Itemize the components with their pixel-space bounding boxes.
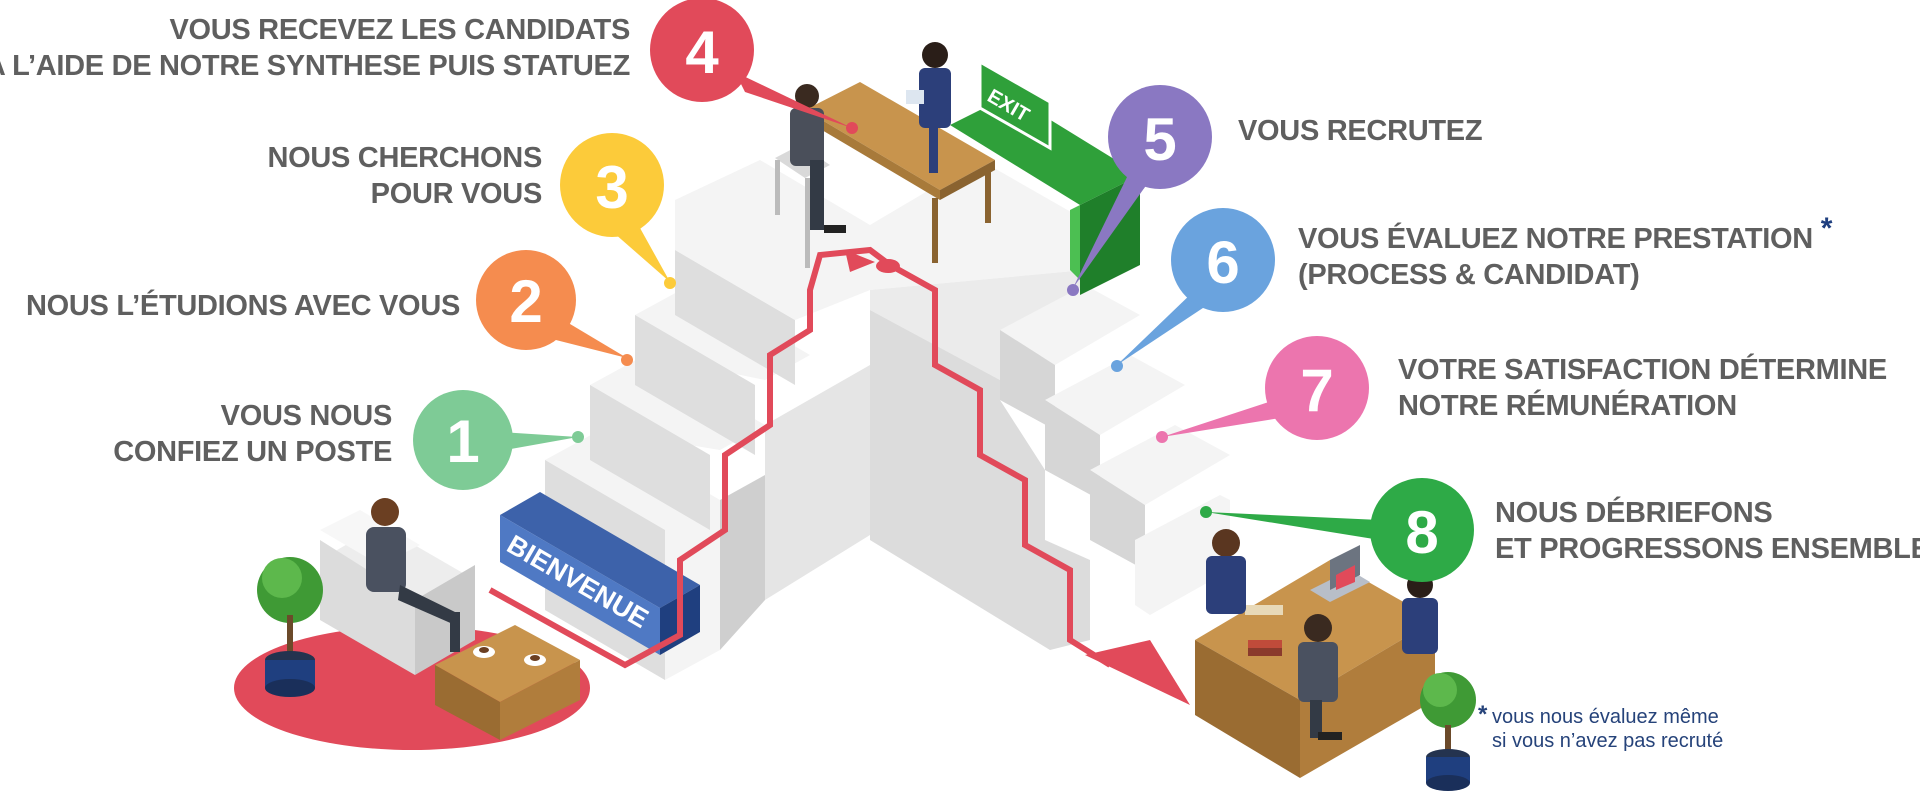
step-8-number: 8 [1405,499,1438,566]
coffee-table [435,625,580,702]
step-3-number: 3 [595,154,628,221]
step-5-number: 5 [1143,106,1176,173]
step-8-label: NOUS DÉBRIEFONS ET PROGRESSONS ENSEMBLE [1495,495,1920,567]
footnote-star: * [1478,701,1488,728]
step-1-number: 1 [446,408,479,475]
step-2-label: NOUS L’ÉTUDIONS AVEC VOUS [26,288,460,324]
footnote-line-2: si vous n’avez pas recruté [1492,730,1724,752]
step-1-bubble: 1 [413,390,584,490]
step-4-line-2: A L’AIDE DE NOTRE SYNTHESE PUIS STATUEZ [0,50,630,82]
interview-desk [775,42,995,268]
step-4-label: VOUS RECEVEZ LES CANDIDATS A L’AIDE DE N… [0,12,630,84]
step-3-line-2: POUR VOUS [370,178,543,210]
step-5-line-1: VOUS RECRUTEZ [1238,115,1483,147]
step-3-label: NOUS CHERCHONS POUR VOUS [267,140,542,212]
step-7-label: VOTRE SATISFACTION DÉTERMINE NOTRE RÉMUN… [1398,352,1887,424]
step-2-number: 2 [509,268,542,335]
step-6-line-2: (PROCESS & CANDIDAT) [1298,259,1640,291]
step-6-number: 6 [1206,229,1239,296]
step-4-bubble: 4 [650,0,858,134]
footnote-line-1: vous nous évaluez même [1492,706,1719,728]
waiting-lounge [257,498,580,740]
step-3-bubble: 3 [560,133,676,289]
step-2-line-1: NOUS L’ÉTUDIONS AVEC VOUS [26,290,460,322]
step-1-line-2: CONFIEZ UN POSTE [113,436,392,468]
step-bubbles: 1 2 3 4 5 [413,0,1474,582]
journey-path [488,246,1112,669]
step-7-line-1: VOTRE SATISFACTION DÉTERMINE [1398,354,1887,386]
step-8-line-2: ET PROGRESSONS ENSEMBLE [1495,533,1920,565]
path-arrow-up [845,250,875,272]
step-2-bubble: 2 [476,250,633,366]
step-7-number: 7 [1300,357,1333,424]
step-7-line-2: NOTRE RÉMUNÉRATION [1398,390,1737,422]
footnote: * vous nous évaluez même si vous n’avez … [1478,703,1724,753]
step-8-line-1: NOUS DÉBRIEFONS [1495,497,1773,529]
step-6-bubble: 6 [1111,208,1275,372]
step-3-line-1: NOUS CHERCHONS [267,142,542,174]
step-8-bubble: 8 [1200,478,1474,582]
step-4-line-1: VOUS RECEVEZ LES CANDIDATS [169,14,630,46]
right-stairs [870,160,1230,650]
step-5-bubble: 5 [1067,85,1212,296]
step-6-label: VOUS ÉVALUEZ NOTRE PRESTATION * (PROCESS… [1298,212,1833,293]
path-arrow-end [1085,640,1190,705]
step-6-line-1: VOUS ÉVALUEZ NOTRE PRESTATION * [1298,212,1833,255]
step-6-star: * [1820,212,1833,245]
step-1-line-1: VOUS NOUS [220,400,393,432]
step-4-number: 4 [685,19,719,86]
step-1-label: VOUS NOUS CONFIEZ UN POSTE [113,398,392,470]
debrief-meeting [1195,529,1476,791]
step-7-bubble: 7 [1156,336,1369,443]
step-5-label: VOUS RECRUTEZ [1238,113,1483,149]
